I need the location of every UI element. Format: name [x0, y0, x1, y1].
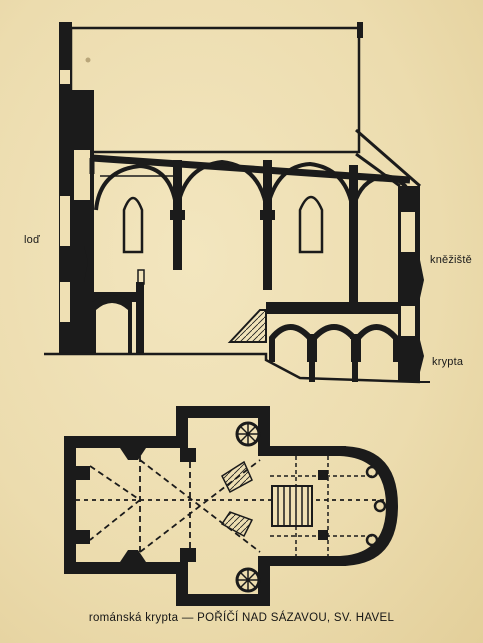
figure-caption: románská krypta — POŘÍČÍ NAD SÁZAVOU, SV… [88, 612, 395, 624]
crypt-arches [269, 324, 399, 362]
apse-columns [365, 465, 387, 547]
west-wall [59, 22, 94, 354]
label-nave: loď [24, 234, 40, 246]
plan-rosettes [235, 421, 261, 593]
chancel-roof [355, 128, 424, 382]
plan-vault-ribs [76, 456, 386, 556]
plan-walls [64, 406, 346, 606]
roof [69, 22, 363, 154]
label-chancel: kněžiště [430, 254, 472, 266]
apse [340, 446, 398, 566]
floor-plan [64, 406, 398, 606]
west-gallery [92, 269, 145, 354]
piers [170, 160, 358, 305]
label-crypt: krypta [432, 356, 464, 368]
longitudinal-section [44, 22, 430, 384]
plan-stairs [220, 460, 313, 538]
plan-pillars [76, 448, 328, 562]
crypt-stairs [227, 309, 267, 343]
crypt-columns [307, 334, 360, 382]
lancet-windows [122, 195, 324, 254]
ground-line [44, 352, 421, 384]
chancel-floor [266, 302, 400, 314]
